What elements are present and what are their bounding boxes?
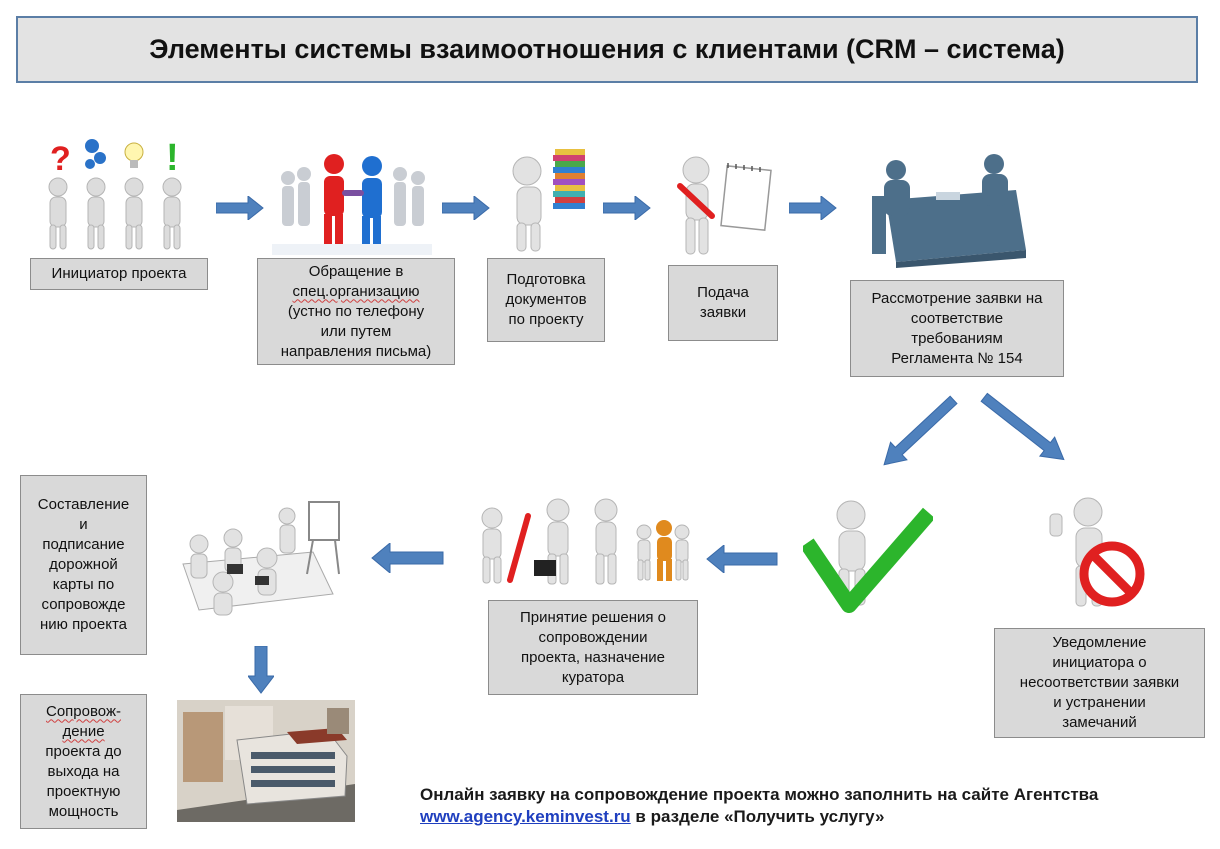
submit-application-box: Подача заявки <box>668 265 778 341</box>
arrow-diagonal-down-right <box>980 392 1065 461</box>
review-application-box: Рассмотрение заявки на соответствие треб… <box>850 280 1064 377</box>
diagram-title: Элементы системы взаимоотношения с клиен… <box>16 16 1198 83</box>
exclamation-icon: ! <box>166 137 179 179</box>
initiator-label: Инициатор проекта <box>51 265 187 282</box>
documents-stack-icon <box>512 149 585 252</box>
prepare-docs-label: Подготовка документов по проекту <box>505 271 587 328</box>
appeal-label-line2: спец.организацию <box>292 282 420 300</box>
pencil-notepad-icon <box>677 156 772 255</box>
project-support-line3: проекта до выхода на проектную мощность <box>45 742 122 820</box>
project-support-line1: Сопровож- <box>46 702 121 720</box>
arrow-left-2 <box>371 543 444 573</box>
footer-line2-rest: в разделе «Получить услугу» <box>630 807 885 826</box>
project-support-box: Сопровож- дение проекта до выхода на про… <box>20 694 147 829</box>
whiteboard-meeting-icon <box>182 501 340 616</box>
decision-label: Принятие решения о сопровождении проекта… <box>519 608 667 686</box>
appeal-box: Обращение в спец.организацию (устно по т… <box>257 258 455 365</box>
decision-box: Принятие решения о сопровождении проекта… <box>488 600 698 695</box>
notify-initiator-box: Уведомление инициатора о несоответствии … <box>994 628 1205 738</box>
initiator-figures-image: ? ! <box>48 137 182 250</box>
arrow-right-1 <box>216 196 264 220</box>
appeal-label-line3: (устно по телефону или путем направления… <box>280 302 432 360</box>
notify-initiator-label: Уведомление инициатора о несоответствии … <box>1019 634 1180 731</box>
building-icon <box>177 700 355 822</box>
initiator-box: Инициатор проекта <box>30 258 208 290</box>
arrow-down <box>248 646 274 694</box>
prepare-docs-box: Подготовка документов по проекту <box>487 258 605 342</box>
arrow-diagonal-down-left <box>883 395 958 466</box>
roadmap-label: Составление и подписание дорожной карты … <box>37 496 130 633</box>
footer-line2: www.agency.keminvest.ru в разделе «Получ… <box>420 806 1098 828</box>
gears-icon <box>85 139 106 169</box>
lightbulb-icon <box>124 142 144 168</box>
arrow-right-3 <box>603 196 651 220</box>
arrow-right-4 <box>789 196 837 220</box>
project-support-line2: дение <box>62 722 105 740</box>
appeal-label-line1: Обращение в <box>308 262 404 280</box>
submit-application-label: Подача заявки <box>697 284 749 321</box>
prohibition-sign-icon <box>1049 497 1145 607</box>
roadmap-box: Составление и подписание дорожной карты … <box>20 475 147 655</box>
question-mark-icon: ? <box>50 140 71 178</box>
agency-website-link[interactable]: www.agency.keminvest.ru <box>420 807 631 826</box>
decision-figures-image <box>481 498 690 585</box>
review-application-label: Рассмотрение заявки на соответствие треб… <box>871 289 1043 367</box>
checkmark-icon <box>803 500 933 613</box>
footer-line1: Онлайн заявку на сопровождение проекта м… <box>420 785 1099 804</box>
meeting-table-icon <box>872 154 1026 268</box>
footer-note: Онлайн заявку на сопровождение проекта м… <box>420 784 1098 828</box>
arrow-right-2 <box>442 196 490 220</box>
handshake-icon <box>272 154 432 255</box>
arrow-left-1 <box>706 545 778 573</box>
